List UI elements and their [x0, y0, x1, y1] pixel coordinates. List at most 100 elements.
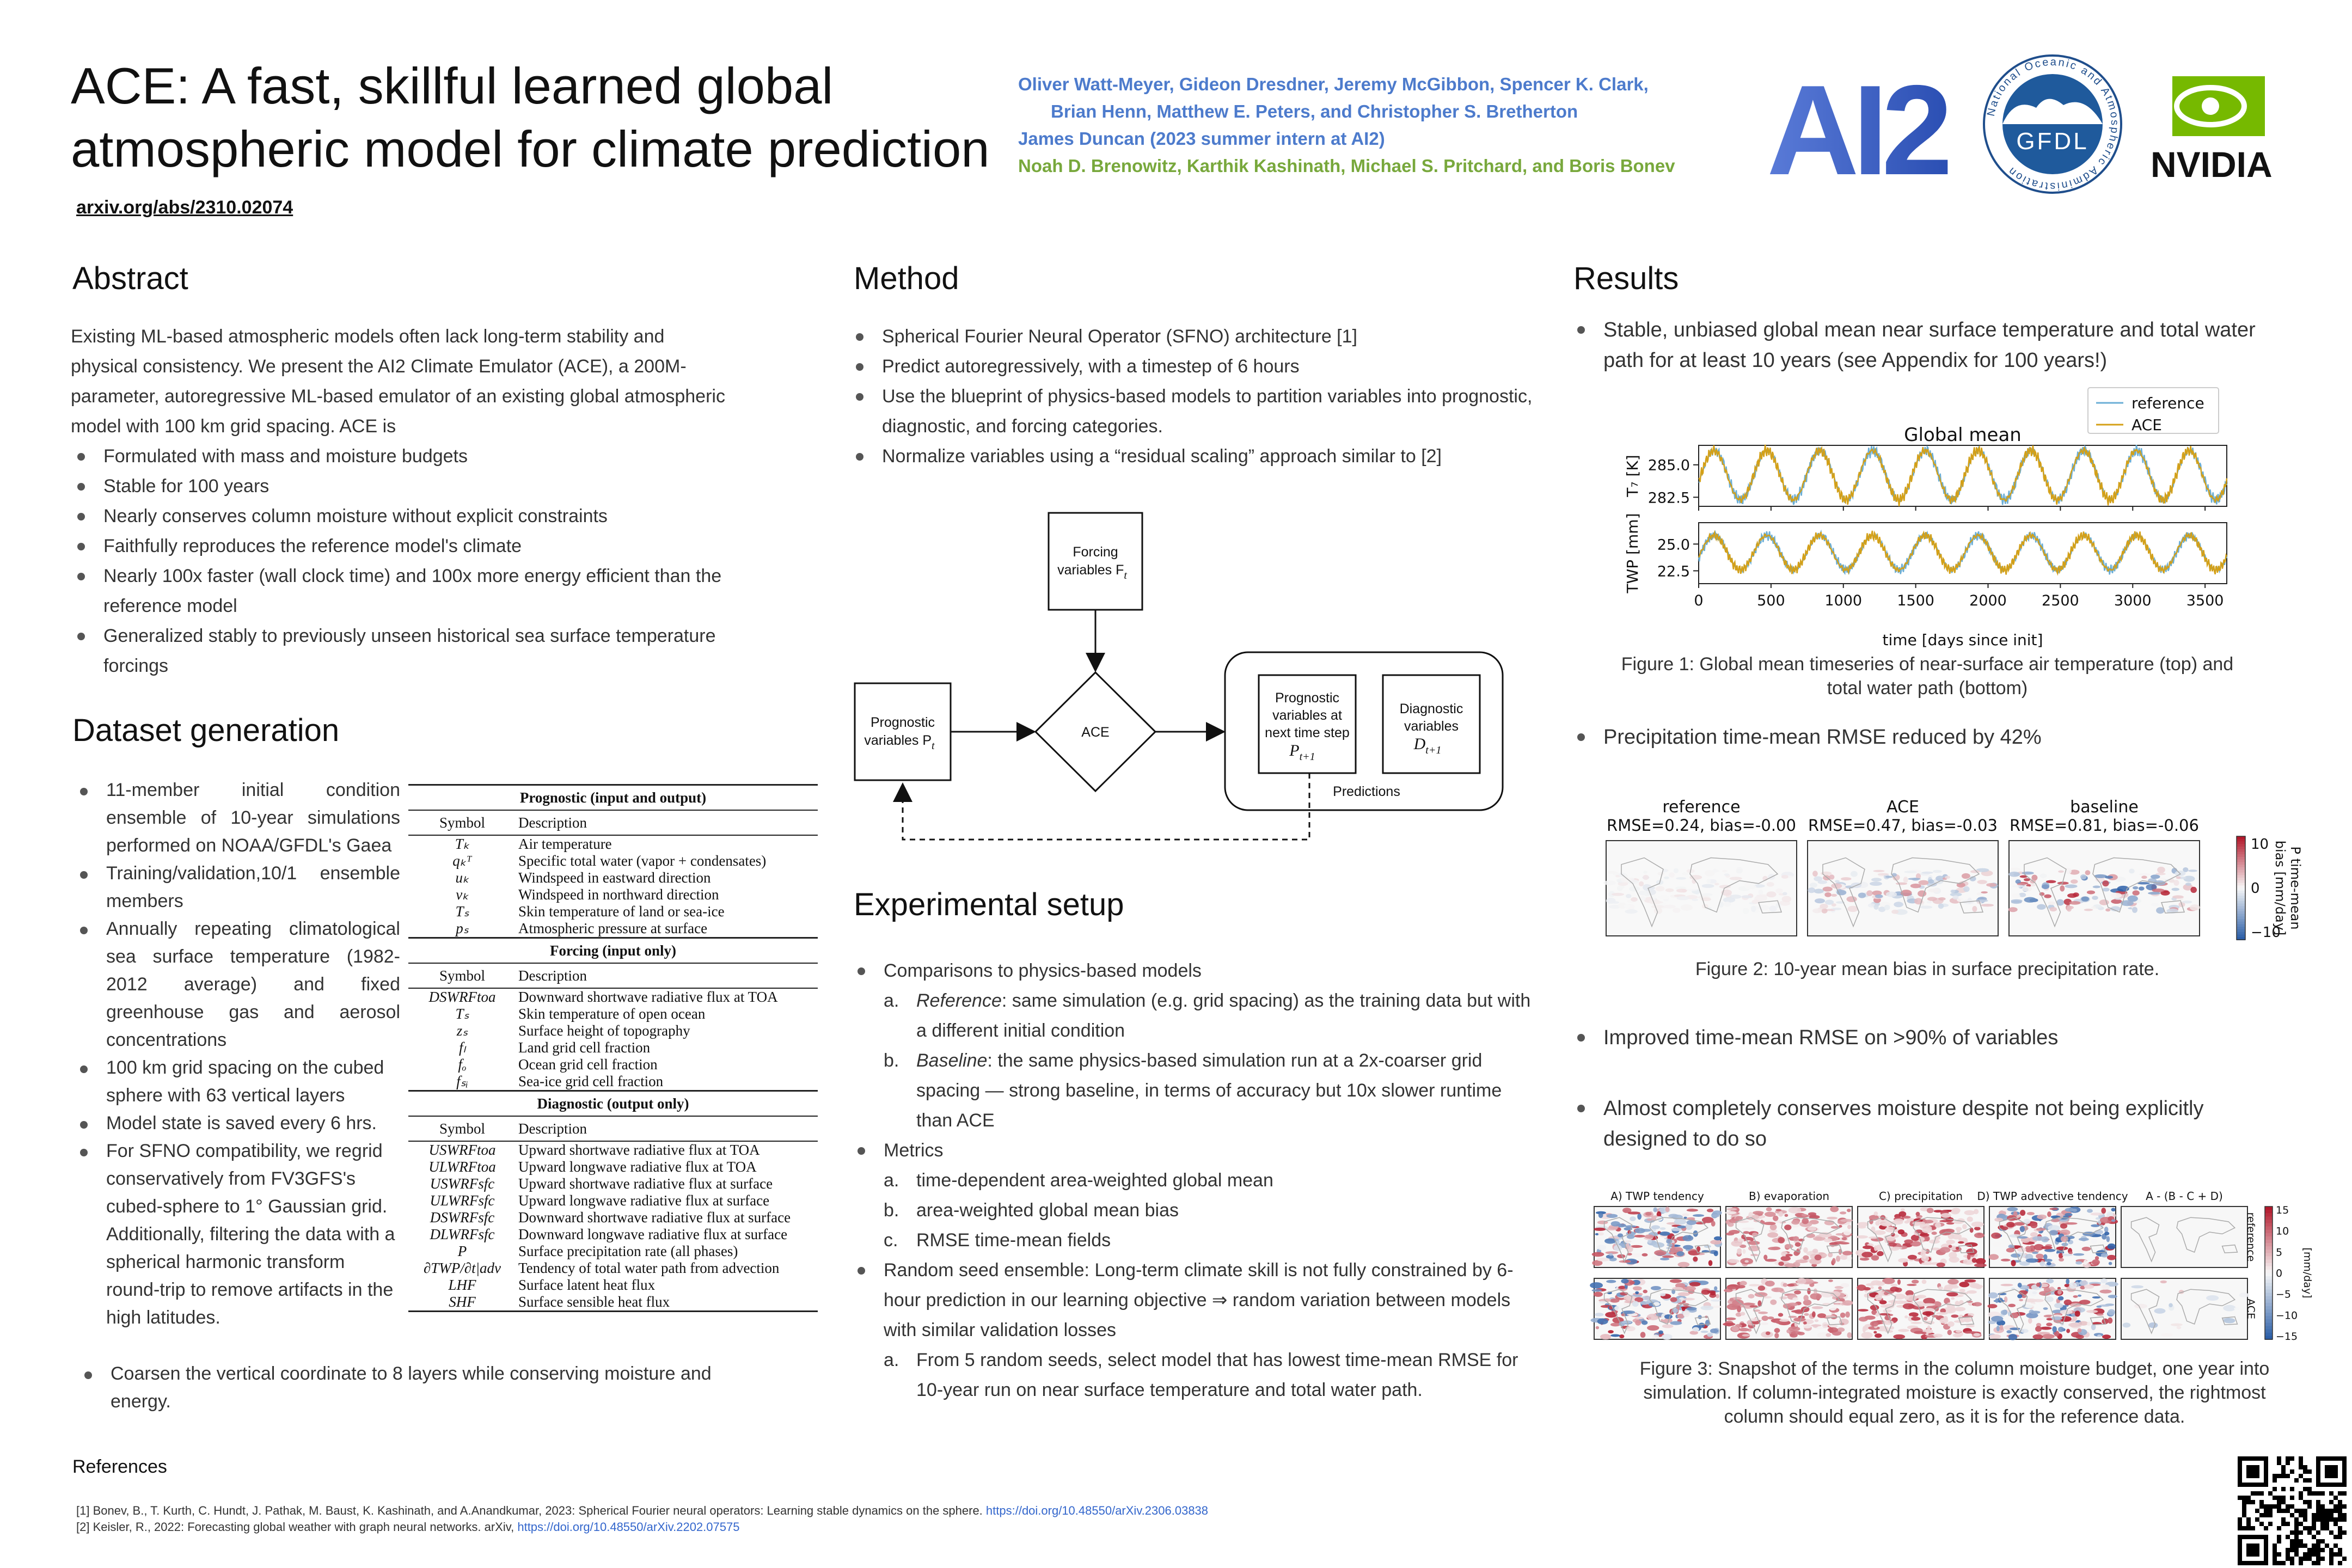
qr-module	[2307, 1526, 2312, 1530]
field-blob	[1624, 1238, 1636, 1244]
field-blob	[1863, 1326, 1869, 1331]
field-blob	[1828, 1279, 1833, 1282]
field-blob	[2063, 1299, 2072, 1306]
colorbar-cell	[2265, 1313, 2273, 1317]
bias-blob	[1908, 878, 1921, 880]
qr-code[interactable]	[2238, 1456, 2347, 1565]
field-blob	[1882, 1278, 1895, 1284]
qr-module	[2333, 1552, 2338, 1557]
field-blob	[1904, 1315, 1908, 1319]
bias-blob	[1903, 877, 1908, 883]
bias-blob	[1915, 873, 1921, 879]
qr-module	[2242, 1500, 2246, 1504]
qr-module	[2294, 1552, 2299, 1557]
field-blob	[1770, 1299, 1777, 1305]
coastline	[2221, 1316, 2238, 1325]
qr-module	[2259, 1513, 2264, 1517]
bias-blob	[2069, 869, 2080, 875]
field-blob	[1685, 1223, 1693, 1230]
field-blob	[1763, 1222, 1776, 1226]
dataset-heading: Dataset generation	[72, 713, 340, 748]
list-item: Training/validation,10/1 ensemble member…	[80, 860, 400, 915]
bias-blob	[1612, 892, 1624, 896]
field-blob	[1963, 1254, 1968, 1258]
field-blob	[1987, 1304, 1998, 1308]
bias-blob	[1783, 892, 1787, 896]
colorbar-cell	[2237, 934, 2245, 938]
field-blob	[1629, 1281, 1635, 1285]
qr-module	[2286, 1461, 2290, 1465]
field-blob	[1739, 1281, 1747, 1286]
bias-blob	[1714, 883, 1719, 886]
qr-module	[2286, 1504, 2290, 1509]
field-blob	[2068, 1251, 2073, 1254]
qr-module	[2281, 1522, 2286, 1526]
results-bullet-1: Stable, unbiased global mean near surfac…	[1571, 315, 2278, 376]
field-blob	[1884, 1303, 1895, 1309]
coastline	[2160, 900, 2185, 914]
field-blob	[2101, 1208, 2106, 1214]
field-blob	[2032, 1298, 2044, 1302]
arxiv-link[interactable]: arxiv.org/abs/2310.02074	[76, 197, 293, 218]
colorbar-cell	[2265, 1322, 2273, 1327]
field-blob	[1964, 1279, 1976, 1283]
qr-module	[2290, 1561, 2294, 1565]
bias-blob	[1643, 874, 1649, 880]
qr-module	[2290, 1469, 2294, 1474]
colorbar-cell	[2237, 859, 2245, 863]
bias-blob	[2155, 872, 2166, 875]
field-blob	[1670, 1297, 1677, 1302]
field-blob	[2006, 1330, 2012, 1333]
bias-blob	[2022, 871, 2034, 875]
field-blob	[1606, 1279, 1616, 1283]
field-blob	[1817, 1313, 1827, 1318]
bias-blob	[1885, 891, 1897, 897]
qr-module	[2342, 1530, 2347, 1535]
field-blob	[2057, 1290, 2062, 1295]
field-blob	[1766, 1207, 1772, 1211]
qr-module	[2294, 1478, 2299, 1483]
list-item: b.Baseline: the same physics-based simul…	[884, 1046, 1537, 1136]
colorbar-cell	[2237, 901, 2245, 904]
field-blob	[1839, 1224, 1842, 1228]
field-blob	[1793, 1317, 1806, 1322]
field-blob	[1757, 1300, 1762, 1307]
bias-blob	[1831, 893, 1837, 897]
budget-map	[1987, 1278, 2118, 1340]
field-blob	[1922, 1308, 1935, 1312]
bias-blob	[1730, 895, 1742, 899]
bias-blob	[2129, 868, 2135, 874]
x-axis-label: time [days since init]	[1883, 631, 2043, 648]
colorbar-cell	[2237, 885, 2245, 889]
reference-1-link[interactable]: https://doi.org/10.48550/arXiv.2306.0383…	[985, 1504, 1209, 1517]
qr-module	[2329, 1552, 2333, 1557]
field-blob	[2077, 1328, 2082, 1333]
field-blob	[2108, 1261, 2112, 1265]
coastline	[1649, 1217, 1709, 1253]
field-blob	[1624, 1295, 1637, 1301]
field-blob	[2039, 1326, 2052, 1330]
bias-blob	[1655, 886, 1665, 892]
field-blob	[1646, 1218, 1653, 1221]
field-blob	[1787, 1283, 1795, 1287]
field-blob	[2017, 1247, 2026, 1252]
qr-module	[2238, 1496, 2242, 1500]
field-blob	[1921, 1334, 1928, 1339]
field-blob	[2091, 1239, 2097, 1244]
bias-blob	[1766, 882, 1774, 887]
bias-blob	[2105, 908, 2111, 912]
field-blob	[1744, 1260, 1749, 1263]
coastline	[1781, 1217, 1841, 1253]
qr-module	[2255, 1491, 2259, 1496]
colorbar-cell	[2237, 880, 2245, 884]
reference-2-link[interactable]: https://doi.org/10.48550/arXiv.2202.0757…	[517, 1520, 740, 1534]
field-blob	[1975, 1258, 1986, 1265]
qr-module	[2299, 1530, 2303, 1535]
list-item: b.area-weighted global mean bias	[884, 1196, 1537, 1226]
field-blob	[1879, 1300, 1887, 1304]
field-blob	[1598, 1232, 1604, 1236]
qr-module	[2333, 1522, 2338, 1526]
